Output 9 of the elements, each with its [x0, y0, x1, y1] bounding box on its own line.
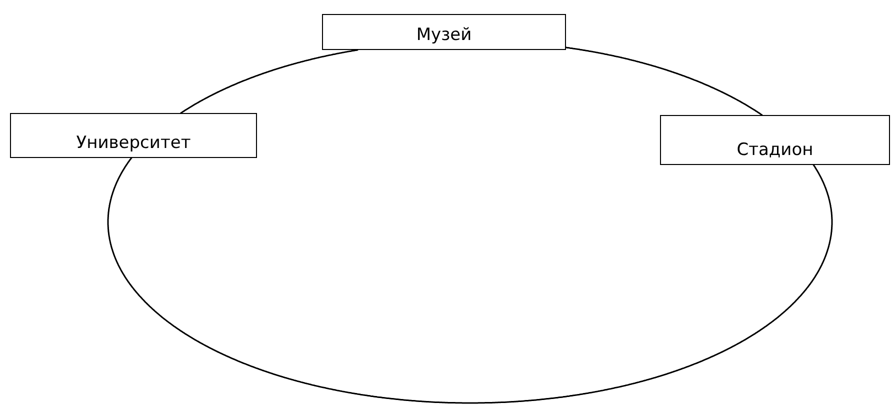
- road-line: [107, 157, 833, 404]
- place-box: [660, 115, 890, 165]
- place-name: Университет: [76, 133, 191, 153]
- place-box: [322, 14, 566, 50]
- road-line: [565, 46, 763, 116]
- road-line: [180, 49, 358, 114]
- place-box: [10, 113, 257, 158]
- place-name: Стадион: [736, 140, 814, 160]
- place-name: Музей: [416, 25, 472, 45]
